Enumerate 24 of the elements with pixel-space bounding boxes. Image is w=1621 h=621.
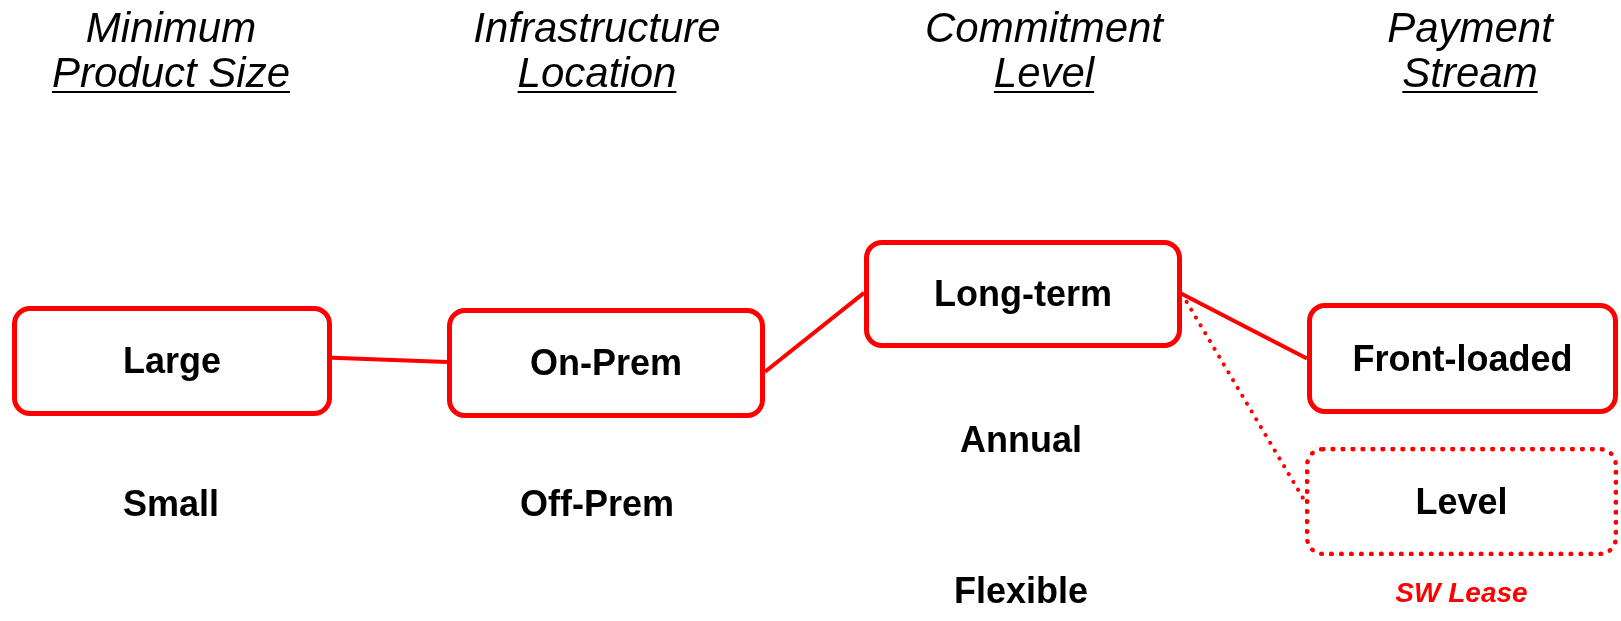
column-heading: Minimum	[85, 4, 257, 52]
option-text: Level	[1415, 480, 1508, 523]
connector-line	[763, 291, 866, 374]
note-text: SW Lease	[1394, 577, 1529, 609]
column-heading: Level	[993, 49, 1095, 97]
column-heading: Product Size	[51, 49, 291, 97]
column-heading: Infrastructure	[473, 4, 721, 52]
connector-line	[1181, 292, 1308, 361]
option-text: Off-Prem	[520, 483, 674, 525]
option-text: Front-loaded	[1352, 337, 1573, 380]
column-heading: Location	[517, 49, 677, 97]
option-box	[1307, 303, 1618, 414]
column-heading: Commitment	[925, 4, 1163, 52]
option-box	[864, 240, 1182, 348]
option-text: Long-term	[934, 273, 1112, 315]
option-box	[447, 308, 765, 418]
option-text: Small	[123, 483, 219, 525]
option-text: Large	[122, 340, 221, 382]
column-heading: Payment	[1387, 4, 1553, 52]
option-text: On-Prem	[529, 342, 682, 384]
option-box	[12, 306, 332, 416]
option-text: Annual	[960, 419, 1082, 461]
connector-line	[331, 355, 448, 364]
option-text: Flexible	[953, 570, 1089, 612]
